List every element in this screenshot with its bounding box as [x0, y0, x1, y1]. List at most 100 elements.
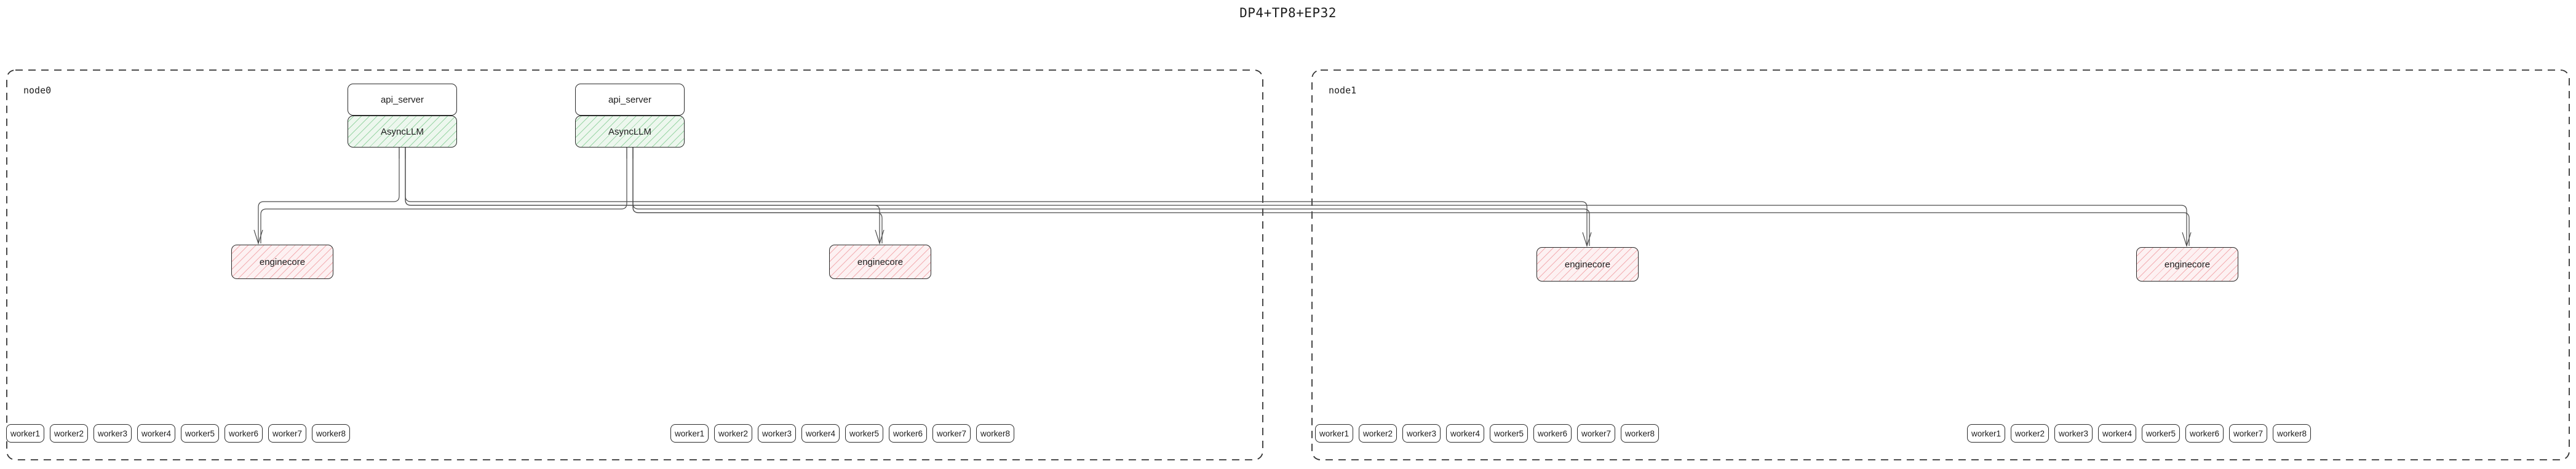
worker-box-node1-group0-7-label: worker8 — [1624, 428, 1655, 438]
worker-box-node0-group0-4[interactable]: worker5 — [181, 424, 219, 443]
worker-box-node1-group1-7[interactable]: worker8 — [2273, 424, 2311, 443]
worker-box-node1-group0-0-label: worker1 — [1319, 428, 1349, 438]
worker-box-node0-group1-2-label: worker3 — [761, 428, 792, 438]
worker-box-node1-group1-1[interactable]: worker2 — [2011, 424, 2049, 443]
worker-box-node1-group0-5[interactable]: worker6 — [1533, 424, 1572, 443]
enginecore-box-2[interactable]: enginecore — [1536, 247, 1639, 282]
worker-box-node1-group0-1[interactable]: worker2 — [1359, 424, 1397, 443]
worker-box-node0-group0-7[interactable]: worker8 — [312, 424, 350, 443]
worker-box-node0-group0-7-label: worker8 — [316, 428, 346, 438]
worker-box-node1-group0-2-label: worker3 — [1406, 428, 1436, 438]
enginecore-box-1[interactable]: enginecore — [829, 245, 931, 279]
worker-box-node0-group1-4-label: worker5 — [849, 428, 879, 438]
worker-box-node0-group0-3-label: worker4 — [141, 428, 171, 438]
arrowhead-enginecore-0 — [253, 229, 263, 245]
worker-box-node0-group0-1-label: worker2 — [54, 428, 84, 438]
worker-box-node0-group0-5[interactable]: worker6 — [225, 424, 263, 443]
worker-box-node1-group1-4[interactable]: worker5 — [2142, 424, 2180, 443]
worker-box-node1-group0-2[interactable]: worker3 — [1402, 424, 1441, 443]
api-server-box-1-label: api_server — [608, 94, 652, 105]
worker-box-node1-group1-3-label: worker4 — [2102, 428, 2132, 438]
worker-box-node0-group1-3[interactable]: worker4 — [801, 424, 840, 443]
worker-box-node0-group1-5[interactable]: worker6 — [889, 424, 927, 443]
cluster-label-node0: node0 — [23, 85, 52, 96]
worker-box-node1-group1-7-label: worker8 — [2276, 428, 2307, 438]
worker-box-node0-group1-6[interactable]: worker7 — [932, 424, 971, 443]
worker-box-node0-group0-5-label: worker6 — [228, 428, 258, 438]
worker-box-node0-group0-2[interactable]: worker3 — [93, 424, 132, 443]
worker-box-node0-group0-0-label: worker1 — [10, 428, 40, 438]
worker-box-node1-group1-3[interactable]: worker4 — [2098, 424, 2136, 443]
worker-box-node1-group0-3[interactable]: worker4 — [1446, 424, 1484, 443]
worker-box-node0-group1-1-label: worker2 — [718, 428, 748, 438]
edge-asyncllm0-to-enginecore3 — [405, 148, 2187, 246]
enginecore-box-0-label: enginecore — [259, 256, 306, 267]
edge-asyncllm1-to-enginecore2 — [632, 148, 1590, 246]
worker-box-node1-group1-2-label: worker3 — [2058, 428, 2088, 438]
worker-box-node1-group1-0[interactable]: worker1 — [1967, 424, 2005, 443]
worker-box-node1-group0-1-label: worker2 — [1362, 428, 1393, 438]
worker-box-node0-group1-6-label: worker7 — [936, 428, 966, 438]
enginecore-box-0[interactable]: enginecore — [231, 245, 333, 279]
worker-box-node0-group0-3[interactable]: worker4 — [137, 424, 175, 443]
asyncllm-box-0-label: AsyncLLM — [380, 126, 424, 137]
worker-box-node0-group1-2[interactable]: worker3 — [758, 424, 796, 443]
worker-box-node0-group1-5-label: worker6 — [892, 428, 923, 438]
enginecore-box-1-label: enginecore — [857, 256, 904, 267]
worker-box-node0-group1-0-label: worker1 — [674, 428, 704, 438]
worker-box-node1-group0-6[interactable]: worker7 — [1577, 424, 1615, 443]
worker-box-node1-group1-0-label: worker1 — [1971, 428, 2001, 438]
cluster-label-node1: node1 — [1329, 85, 1357, 96]
worker-box-node1-group0-7[interactable]: worker8 — [1621, 424, 1659, 443]
worker-box-node0-group0-2-label: worker3 — [97, 428, 127, 438]
worker-box-node1-group0-0[interactable]: worker1 — [1315, 424, 1353, 443]
cluster-boundaries — [6, 69, 2570, 460]
asyncllm-box-1[interactable]: AsyncLLM — [575, 116, 685, 148]
edge-asyncllm0-to-enginecore1 — [405, 148, 880, 243]
worker-box-node1-group1-2[interactable]: worker3 — [2054, 424, 2093, 443]
worker-box-node1-group0-5-label: worker6 — [1537, 428, 1567, 438]
enginecore-box-3-label: enginecore — [2164, 259, 2211, 270]
asyncllm-box-0[interactable]: AsyncLLM — [348, 116, 457, 148]
api-server-box-0-label: api_server — [380, 94, 424, 105]
worker-box-node0-group1-4[interactable]: worker5 — [845, 424, 883, 443]
worker-box-node1-group1-1-label: worker2 — [2014, 428, 2045, 438]
worker-box-node0-group1-0[interactable]: worker1 — [670, 424, 709, 443]
edge-asyncllm1-to-enginecore3 — [632, 148, 2190, 246]
enginecore-box-3[interactable]: enginecore — [2136, 247, 2238, 282]
api-server-box-1[interactable]: api_server — [575, 84, 685, 116]
worker-box-node0-group1-1[interactable]: worker2 — [714, 424, 752, 443]
edge-asyncllm1-to-enginecore0 — [260, 148, 627, 243]
edge-asyncllm0-to-enginecore0 — [258, 148, 400, 243]
edge-asyncllm0-to-enginecore2 — [405, 148, 1588, 246]
enginecore-box-2-label: enginecore — [1564, 259, 1611, 270]
edge-connectors — [253, 148, 2192, 247]
worker-box-node1-group0-6-label: worker7 — [1581, 428, 1611, 438]
worker-box-node1-group1-4-label: worker5 — [2145, 428, 2176, 438]
worker-box-node0-group1-7-label: worker8 — [980, 428, 1010, 438]
cluster-node0 — [6, 69, 1263, 460]
worker-box-node0-group0-0[interactable]: worker1 — [6, 424, 44, 443]
asyncllm-box-1-label: AsyncLLM — [608, 126, 652, 137]
cluster-node1 — [1311, 69, 2570, 460]
worker-box-node0-group1-7[interactable]: worker8 — [976, 424, 1014, 443]
worker-box-node1-group0-4[interactable]: worker5 — [1490, 424, 1528, 443]
arrowhead-enginecore-1 — [875, 229, 885, 245]
worker-box-node1-group1-6-label: worker7 — [2233, 428, 2263, 438]
worker-box-node1-group0-3-label: worker4 — [1450, 428, 1480, 438]
worker-box-node0-group0-6[interactable]: worker7 — [268, 424, 306, 443]
worker-box-node1-group1-5-label: worker6 — [2189, 428, 2219, 438]
worker-box-node1-group1-6[interactable]: worker7 — [2229, 424, 2267, 443]
api-server-box-0[interactable]: api_server — [348, 84, 457, 116]
worker-box-node0-group1-3-label: worker4 — [805, 428, 835, 438]
worker-box-node0-group0-1[interactable]: worker2 — [50, 424, 88, 443]
arrowhead-enginecore-3 — [2182, 232, 2192, 247]
worker-box-node0-group0-4-label: worker5 — [185, 428, 215, 438]
arrowhead-enginecore-2 — [1582, 232, 1592, 247]
worker-box-node1-group1-5[interactable]: worker6 — [2185, 424, 2224, 443]
worker-box-node0-group0-6-label: worker7 — [272, 428, 302, 438]
edge-asyncllm1-to-enginecore1 — [632, 148, 883, 243]
worker-box-node1-group0-4-label: worker5 — [1493, 428, 1524, 438]
